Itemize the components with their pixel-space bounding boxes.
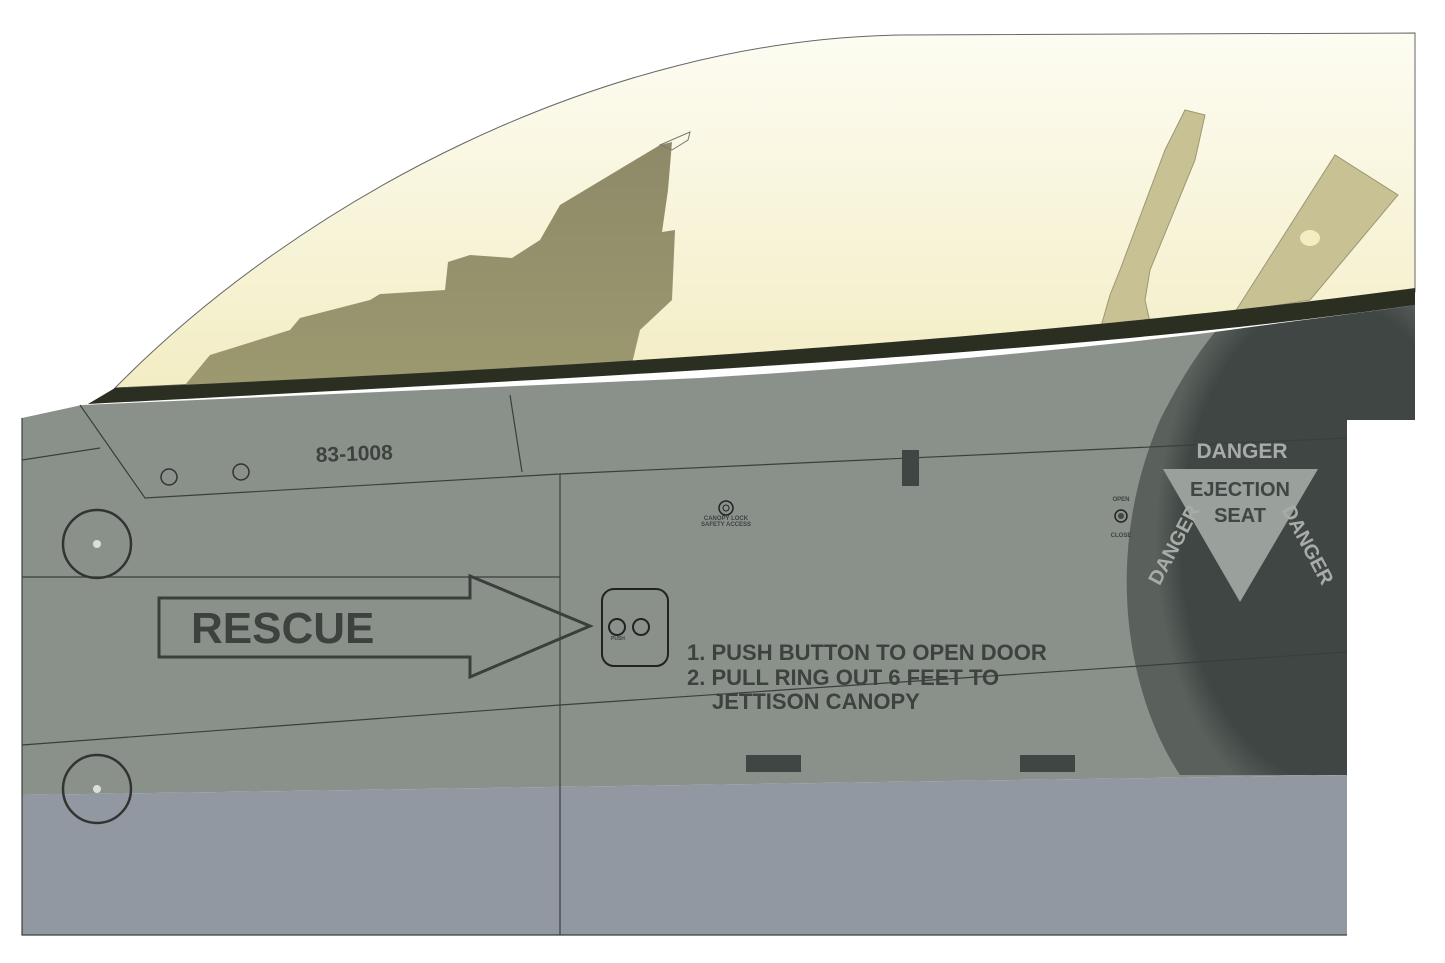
- serial-number: 83-1008: [315, 441, 393, 467]
- push-button[interactable]: [608, 618, 626, 636]
- vent-hole: [160, 468, 178, 486]
- canopy-switch-icon[interactable]: [1114, 509, 1128, 523]
- canopy-lock-icon[interactable]: [718, 500, 734, 516]
- seat-text: SEAT: [1214, 505, 1266, 527]
- fuselage: [22, 305, 1415, 795]
- danger-triangle: [1163, 469, 1318, 602]
- danger-top: DANGER: [1196, 440, 1287, 463]
- access-port-center: [93, 540, 101, 548]
- push-label: PUSH: [611, 636, 625, 642]
- canopy-switch-icon-inner: [1118, 513, 1124, 519]
- marker: [902, 450, 919, 486]
- canopy-lock-label-1: CANOPY LOCK: [704, 516, 749, 522]
- canopy-sill: [88, 288, 1415, 404]
- instruction-line-3: JETTISON CANOPY: [712, 689, 920, 714]
- rescue-label: RESCUE: [191, 604, 374, 653]
- rescue-arrow: [157, 573, 594, 680]
- vent-hole: [232, 463, 250, 481]
- canopy-lock-icon-inner: [722, 504, 730, 512]
- access-port-center: [93, 785, 101, 793]
- front-seat: [185, 142, 675, 385]
- rear-seat-left: [1099, 109, 1206, 331]
- switch-open-label: OPEN: [1112, 497, 1129, 503]
- instruction-line-1: 1. PUSH BUTTON TO OPEN DOOR: [687, 640, 1047, 665]
- marker: [1020, 755, 1075, 772]
- access-port: [61, 508, 133, 580]
- front-seat-headbox: [658, 131, 691, 151]
- jettison-ring[interactable]: [632, 618, 650, 636]
- lower-fuselage: [22, 775, 1347, 935]
- marker: [746, 755, 801, 772]
- ejection-text: EJECTION: [1190, 479, 1290, 501]
- instruction-line-2: 2. PULL RING OUT 6 FEET TO: [687, 665, 999, 690]
- access-port: [61, 753, 133, 825]
- rescue-access-door[interactable]: [601, 588, 669, 667]
- switch-close-label: CLOSE: [1111, 533, 1132, 539]
- rear-seat-hole: [1300, 230, 1320, 246]
- canopy-lock-label-2: SAFETY ACCESS: [701, 522, 751, 528]
